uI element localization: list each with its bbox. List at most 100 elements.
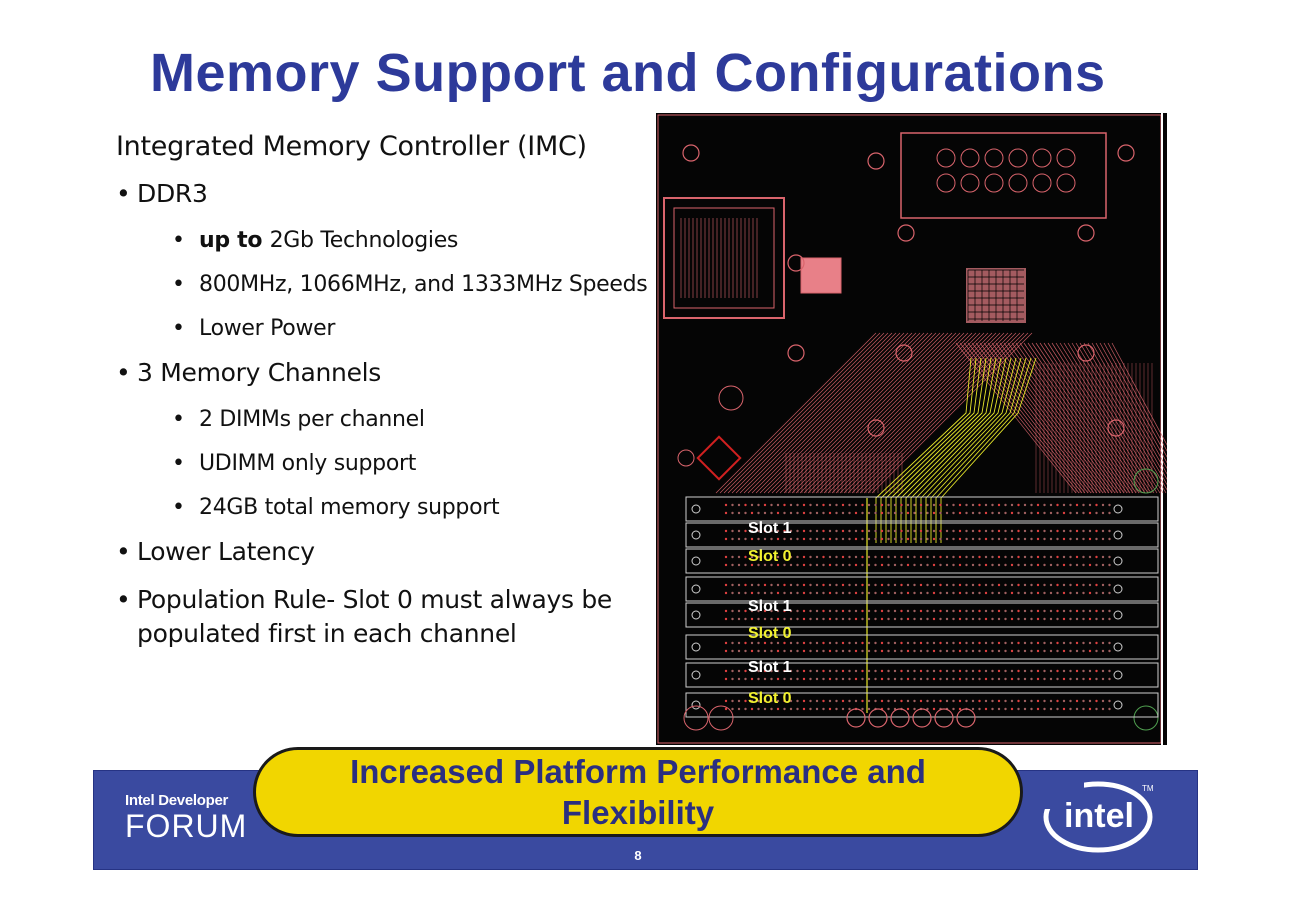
trace-line [827, 332, 989, 494]
dimm-pin [1062, 707, 1066, 711]
dimm-pin [926, 555, 929, 559]
dimm-pin [1056, 591, 1059, 595]
dimm-pin [1049, 511, 1053, 515]
dimm-pin [737, 641, 741, 645]
dimm-pin [822, 609, 825, 613]
dimm-pin [926, 707, 929, 711]
dimm-pin [952, 677, 955, 681]
dimm-pin [828, 537, 832, 541]
mounting-hole [895, 344, 913, 362]
dimm-pin [1088, 511, 1092, 515]
mounting-hole [1077, 344, 1095, 362]
dimm-pin [737, 707, 741, 711]
dimm-pin [880, 617, 884, 621]
dimm-pin [1036, 511, 1040, 515]
dimm-pin [1004, 563, 1007, 567]
dimm-pin [861, 555, 864, 559]
dimm-pin [1017, 503, 1020, 507]
dimm-pin [757, 583, 760, 587]
dimm-pin [893, 669, 897, 673]
dimm-pin [750, 563, 754, 567]
mounting-hole [787, 344, 805, 362]
dimm-pin [1088, 669, 1092, 673]
dimm-pin [867, 591, 871, 595]
dimm-pin [1043, 503, 1046, 507]
dimm-pin [971, 503, 975, 507]
dimm-pin [945, 583, 949, 587]
dimm-pin [952, 609, 955, 613]
dimm-pin [945, 617, 949, 621]
dimm-pin [1108, 669, 1111, 673]
dimm-pin [815, 641, 819, 645]
dimm-pin [874, 609, 877, 613]
bullet-text: DDR3 [137, 179, 208, 208]
dimm-pin [919, 503, 923, 507]
dimm-pin [737, 511, 741, 515]
dimm-pin [893, 617, 897, 621]
dimm-pin [965, 641, 968, 645]
dimm-pin [1108, 537, 1111, 541]
dimm-pin [1010, 555, 1014, 559]
dimm-pin [945, 677, 949, 681]
dimm-pin [750, 649, 754, 653]
dimm-pin [880, 699, 884, 703]
dimm-pin [984, 511, 988, 515]
dimm-pin [945, 555, 949, 559]
dimm-pin [1062, 669, 1066, 673]
dimm-pin [731, 707, 734, 711]
dimm-pin [880, 609, 884, 613]
dimm-pin [1082, 609, 1085, 613]
dimm-pin [874, 511, 877, 515]
dimm-pin [1069, 563, 1072, 567]
dimm-pin [763, 503, 767, 507]
dimm-pin [1075, 649, 1079, 653]
dimm-pin [1075, 699, 1079, 703]
dimm-pin [984, 529, 988, 533]
dimm-slot [685, 576, 1159, 602]
dimm-pin [874, 669, 877, 673]
dimm-pin [815, 617, 819, 621]
dimm-pin [724, 503, 728, 507]
dimm-pin [932, 583, 936, 587]
trace-line [1087, 342, 1167, 480]
dimm-pin [828, 529, 832, 533]
trace-line [1023, 342, 1128, 494]
trace-line [779, 332, 941, 494]
dimm-pin [744, 529, 747, 533]
dimm-pin [965, 669, 968, 673]
dimm-pin [958, 537, 962, 541]
slot-latch [691, 670, 701, 680]
dimm-pin [932, 511, 936, 515]
dimm-pin [958, 669, 962, 673]
dimm-pin [978, 699, 981, 703]
component [934, 708, 954, 728]
dimm-pin [848, 537, 851, 541]
dimm-pin [789, 503, 793, 507]
dimm-pin [737, 529, 741, 533]
dimm-pin [796, 669, 799, 673]
dimm-pin [776, 591, 780, 595]
dimm-pin [887, 641, 890, 645]
dimm-pin [770, 563, 773, 567]
dimm-pin [809, 511, 812, 515]
dimm-pin [893, 609, 897, 613]
dimm-pin [802, 555, 806, 559]
dimm-pin [919, 699, 923, 703]
dimm-pin [867, 669, 871, 673]
dimm-pin [991, 529, 994, 533]
dimm-pin [1108, 641, 1111, 645]
dimm-pin [848, 511, 851, 515]
sub-bullet-text: UDIMM only support [199, 451, 417, 476]
dimm-pin [874, 503, 877, 507]
dimm-pin [1101, 529, 1105, 533]
dimm-pin [750, 677, 754, 681]
dimm-pin [750, 511, 754, 515]
trace-line [855, 332, 1017, 494]
dimm-pin [997, 563, 1001, 567]
dimm-pin [822, 563, 825, 567]
dimm-pin [1069, 555, 1072, 559]
dimm-pin [854, 609, 858, 613]
dimm-pin [971, 555, 975, 559]
dimm-pin [1095, 563, 1098, 567]
dimm-pin [822, 591, 825, 595]
